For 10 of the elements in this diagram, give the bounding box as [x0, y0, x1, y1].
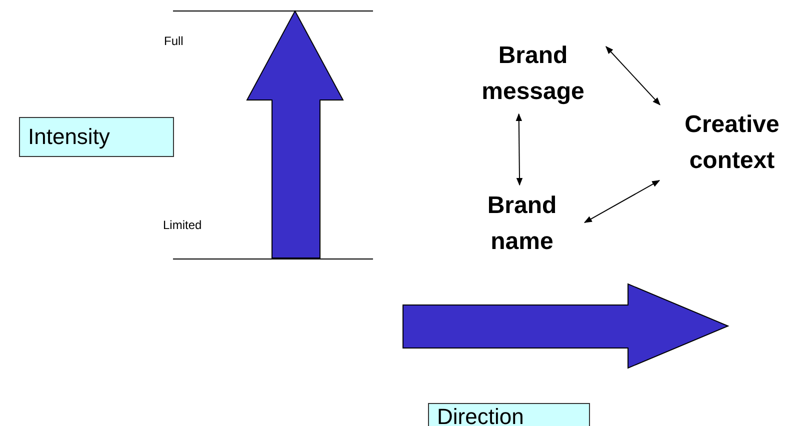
concept-label: Brand name	[462, 188, 582, 260]
double-arrow	[516, 113, 523, 186]
double-arrow	[584, 180, 660, 224]
concept-label: Brand message	[462, 37, 604, 111]
label-box: Direction	[428, 403, 590, 426]
concept-label: Creative context	[662, 107, 802, 179]
double-arrow	[606, 46, 660, 106]
scale-label: Limited	[163, 218, 202, 232]
label-box: Intensity	[19, 117, 174, 157]
scale-label: Full	[164, 34, 184, 48]
